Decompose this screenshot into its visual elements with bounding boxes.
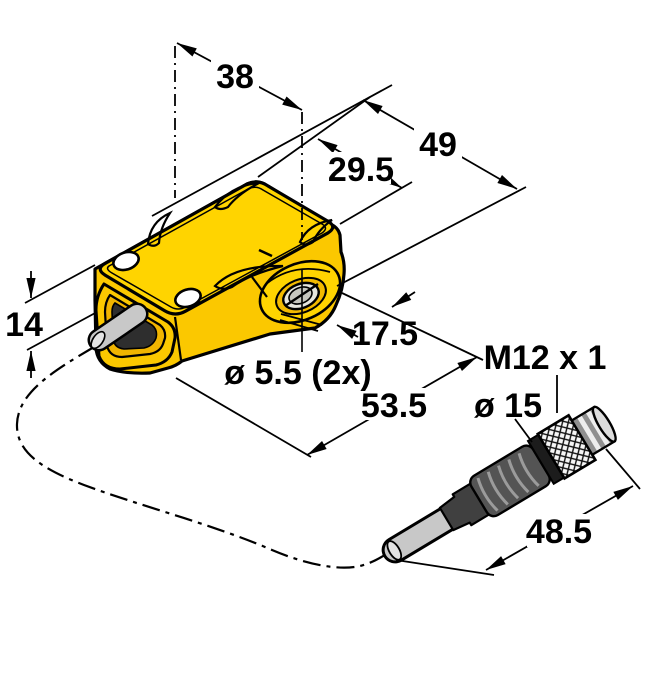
label-backplate [527,514,593,547]
housing-top-face [98,180,335,316]
extension-line [339,181,413,225]
dim-label-m12-thread: M12 x 1 [484,339,607,377]
molding-tick [258,248,273,258]
molding-mark [298,218,333,246]
top-face-chamfer-line [106,186,327,310]
dim-label-14: 14 [5,306,43,344]
extension-line [175,377,312,458]
extension-line [336,186,527,287]
extension-line [24,264,96,304]
extension-line [395,559,495,576]
molding-mark [213,181,260,211]
connector-cable-body [384,504,464,561]
thread-end-cap [591,405,617,443]
step-edge [251,276,268,298]
dimension-labels: 38 49 29.5 14 17.5 ø 5.5 (2x) 53.5 M12 x… [5,58,606,551]
leader-diameter-15 [514,418,533,443]
dim-label-29.5: 29.5 [328,151,394,189]
extension-line [26,311,98,351]
dim-label-connector-diameter: ø 15 [474,387,542,425]
label-backplate [211,60,259,92]
cable-route-dashed-line [15,346,392,569]
extension-line [605,448,641,490]
dim-label-48.5: 48.5 [526,513,592,551]
step-bottom-edge [279,319,319,332]
sensor-cable [87,302,149,352]
sensor-cable-end [90,330,106,350]
mounting-hole-1 [112,250,140,272]
sensor-housing [87,180,346,375]
molding-mark [213,264,284,290]
label-backplate [331,152,391,184]
dim-label-49: 49 [419,126,457,164]
dimension-arrow-17.5-inner [336,324,359,339]
extension-line [151,84,393,217]
front-corner-edge [173,316,183,361]
dim-label-38: 38 [216,58,254,96]
mounting-hole-2 [174,287,202,309]
extension-line [341,292,484,361]
molding-mark [146,210,174,247]
extension-line [257,96,371,178]
boss-edge-line [265,267,331,285]
grip-rib [517,452,540,487]
label-backplate [414,128,462,160]
connector-cable-end [386,540,403,561]
dimension-arrow-17.5-outer [391,291,416,308]
dim-label-53.5: 53.5 [361,387,427,425]
label-backplate [361,388,427,420]
label-backplates [211,60,593,547]
dim-label-hole-diameter: ø 5.5 (2x) [224,354,371,392]
dim-label-17.5: 17.5 [352,315,418,353]
